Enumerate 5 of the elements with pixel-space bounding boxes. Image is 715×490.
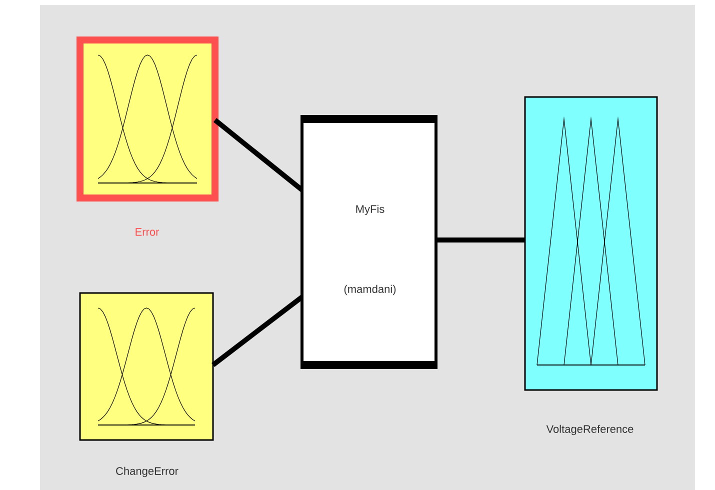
connector-line xyxy=(436,238,525,242)
system-box: MyFis (mamdani) xyxy=(300,115,438,369)
variable-label: VoltageReference xyxy=(546,424,634,436)
variable-label: ChangeError xyxy=(116,466,178,478)
variable-label: Error xyxy=(136,228,160,236)
